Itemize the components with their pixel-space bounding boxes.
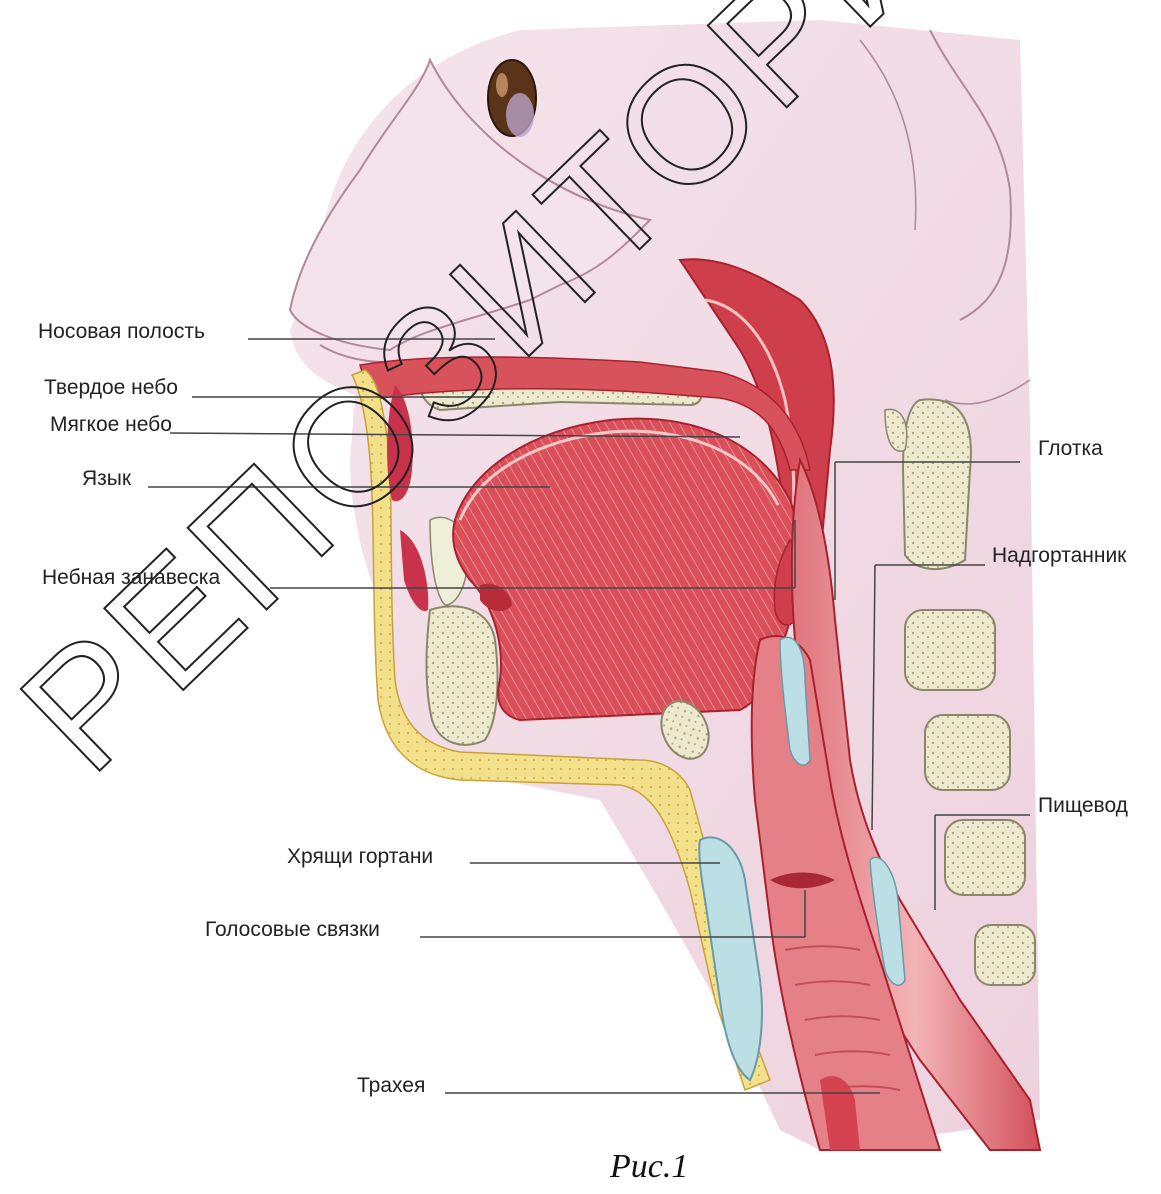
label-nasal-cavity: Носовая полость — [38, 321, 205, 342]
label-trachea: Трахея — [357, 1075, 425, 1096]
label-hard-palate: Твердое небо — [44, 377, 178, 398]
label-epiglottis: Надгортанник — [992, 545, 1126, 566]
mandible-bone — [426, 606, 497, 745]
tongue — [453, 419, 799, 720]
label-tongue: Язык — [82, 468, 131, 489]
label-soft-palate: Мягкое небо — [50, 414, 172, 435]
label-palatine-curtain: Небная занавеска — [42, 567, 220, 588]
figure-caption: Рис.1 — [610, 1148, 688, 1186]
label-esophagus: Пищевод — [1038, 795, 1128, 816]
label-laryngeal-cartilage: Хрящи гортани — [287, 846, 433, 867]
label-pharynx: Глотка — [1038, 438, 1103, 459]
label-vocal-cords: Голосовые связки — [205, 919, 380, 940]
